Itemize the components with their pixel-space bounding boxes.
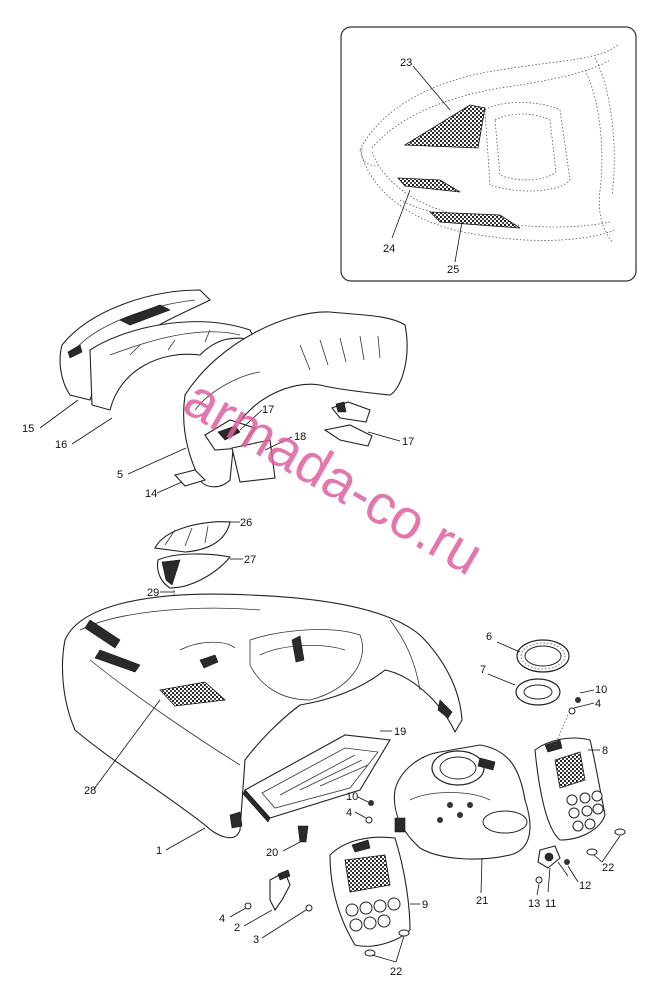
part-4-washer-left	[244, 902, 252, 910]
inset-label-25: 25	[447, 264, 459, 276]
callout-4-left: 4	[219, 913, 225, 925]
callout-11: 11	[545, 898, 556, 910]
inset-label-23: 23	[400, 57, 412, 69]
callout-26: 26	[240, 517, 252, 529]
part-18-insert	[231, 439, 276, 483]
callout-19: 19	[394, 726, 406, 738]
callout-5: 5	[117, 469, 123, 481]
inset-panel-24	[397, 177, 461, 193]
callout-4-right: 4	[595, 698, 601, 710]
callout-20: 20	[266, 847, 278, 859]
callout-27: 27	[244, 554, 256, 566]
callout-17-right: 17	[402, 436, 414, 448]
callout-28: 28	[84, 785, 96, 797]
part-19-tray	[242, 734, 391, 823]
part-20-screw	[297, 825, 309, 843]
part-10-screw-right	[575, 697, 581, 703]
callout-17-left: 17	[262, 404, 274, 416]
callout-21: 21	[476, 895, 488, 907]
inset-panel-25	[428, 211, 521, 229]
part-16-inner-panel	[89, 321, 256, 411]
callout-15: 15	[22, 423, 34, 435]
part-10-screw-center	[368, 800, 374, 806]
part-5-top-deck	[183, 311, 408, 488]
part-12-screw	[564, 859, 570, 865]
callout-7: 7	[480, 664, 486, 676]
callout-4-center: 4	[346, 807, 352, 819]
callout-13: 13	[528, 898, 540, 910]
part-17-right-cover	[323, 401, 373, 447]
inset-detail-view: 23 24 25	[340, 26, 637, 282]
part-26-lens	[154, 521, 231, 553]
part-3-rivet	[305, 904, 313, 912]
part-11-latch	[537, 845, 561, 869]
callout-10-right: 10	[595, 684, 607, 696]
callout-18: 18	[294, 431, 306, 443]
part-21-console	[393, 744, 531, 860]
part-22-plug-right	[614, 828, 626, 836]
part-1-main-hood	[61, 593, 463, 839]
part-8-right-panel	[534, 737, 606, 841]
callout-16: 16	[55, 439, 67, 451]
callout-2: 2	[234, 922, 240, 934]
inset-panel-23	[403, 104, 486, 149]
inset-label-24: 24	[383, 243, 395, 255]
callout-22-right: 22	[602, 862, 614, 874]
part-4-washer-right	[568, 707, 576, 715]
part-22-plug-left-2	[398, 929, 410, 937]
callout-12: 12	[579, 880, 591, 892]
part-22-plug-right-2	[586, 848, 598, 856]
part-17-left-cover-detail	[217, 425, 241, 441]
part-22-plug-left	[364, 949, 376, 957]
part-2-bracket	[269, 869, 291, 912]
part-9-left-panel	[329, 836, 411, 947]
callout-8: 8	[602, 745, 608, 757]
callout-22-left: 22	[390, 966, 402, 978]
callout-1: 1	[156, 845, 162, 857]
callout-9: 9	[422, 899, 428, 911]
part-4-washer-center	[365, 816, 373, 824]
part-13-washer	[535, 876, 543, 884]
callout-29: 29	[147, 587, 159, 599]
callout-3: 3	[253, 934, 259, 946]
part-6-ring	[516, 639, 570, 673]
callout-6: 6	[486, 631, 492, 643]
callout-10-center: 10	[346, 791, 358, 803]
part-7-gasket	[515, 678, 561, 706]
callout-14: 14	[145, 488, 157, 500]
